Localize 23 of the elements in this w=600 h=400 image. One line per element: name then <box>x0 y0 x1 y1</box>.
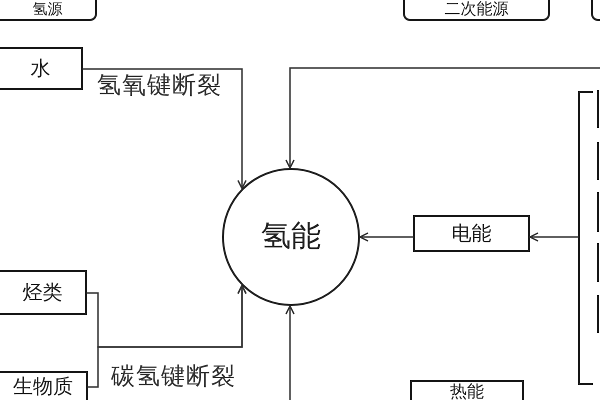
process-box <box>597 243 600 282</box>
bracket <box>578 91 594 385</box>
circle-node: 氢能 <box>222 168 360 306</box>
process-box: 水 <box>0 47 83 90</box>
process-box <box>597 90 600 128</box>
arrow <box>285 305 295 400</box>
process-box <box>597 142 600 180</box>
arrow <box>83 68 247 190</box>
arrow <box>359 232 413 242</box>
arrow <box>529 232 578 242</box>
rounded-box <box>591 0 600 21</box>
rounded-box: 氢源 <box>0 0 97 21</box>
process-box <box>597 295 600 333</box>
arrow <box>88 284 247 388</box>
process-box: 电能 <box>413 215 530 252</box>
process-box <box>597 192 600 232</box>
arrow <box>285 67 600 169</box>
process-box: 烃类 <box>0 270 87 315</box>
rounded-box: 二次能源 <box>403 0 550 21</box>
process-box: 生物质 <box>0 371 88 400</box>
edge-label: 碳氢键断裂 <box>111 365 236 389</box>
edge-label: 氢氧键断裂 <box>97 74 222 98</box>
process-box: 热能 <box>410 380 524 400</box>
